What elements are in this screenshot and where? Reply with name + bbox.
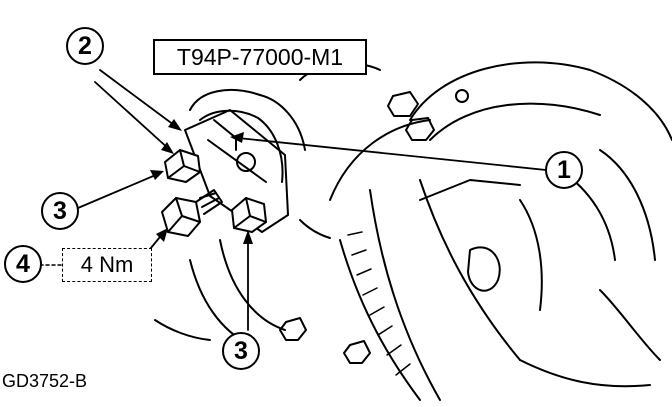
figure-code: GD3752-B bbox=[2, 371, 88, 391]
bolt-loose bbox=[161, 189, 223, 237]
callout-3-bottom: 3 bbox=[222, 332, 260, 370]
arrow-heads bbox=[150, 119, 253, 244]
callout-3-left: 3 bbox=[41, 192, 79, 230]
bolt-upper bbox=[164, 149, 201, 183]
housing-bolts bbox=[279, 89, 469, 364]
callout-4: 4 bbox=[4, 245, 42, 283]
flywheel-housing bbox=[329, 61, 672, 401]
gear-teeth bbox=[347, 231, 411, 376]
engine-block bbox=[154, 62, 381, 346]
bolt-lower bbox=[231, 197, 267, 233]
torque-spec-label: 4 Nm bbox=[62, 248, 152, 282]
callout-2: 2 bbox=[66, 27, 104, 65]
callout-1: 1 bbox=[545, 151, 583, 189]
tool-number-label: T94P-77000-M1 bbox=[153, 39, 367, 75]
leader-lines bbox=[77, 69, 547, 331]
